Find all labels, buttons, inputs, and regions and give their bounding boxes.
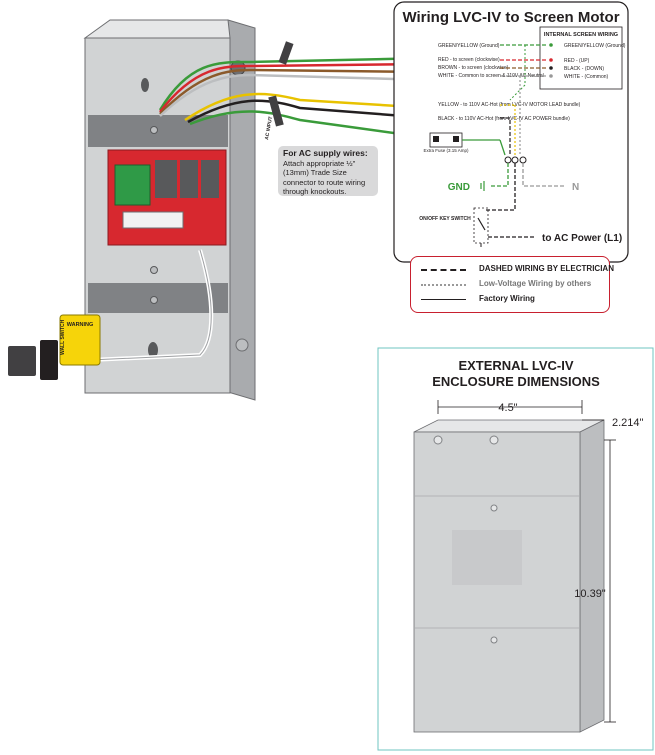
solid-line-swatch	[421, 299, 466, 300]
motor-wire-black: BLACK - (DOWN)	[564, 66, 604, 72]
wiring-legend: DASHED WIRING BY ELECTRICIAN Low-Voltage…	[410, 256, 614, 313]
wire-label-black: BLACK - to 110V AC-Hot (from LVC-IV AC P…	[438, 116, 570, 122]
internal-screen-wiring-label: INTERNAL SCREEN WIRING	[544, 32, 618, 38]
wiring-title: Wiring LVC-IV to Screen Motor	[402, 9, 619, 26]
callout-heading: For AC supply wires:	[283, 148, 368, 158]
wall-switch-label: WALL SWITCH	[60, 319, 66, 355]
open-enclosure: WARNING WALL SWITCH AC INPUT	[8, 19, 431, 401]
wire-label-white: WHITE - Common to screen & 110V AC Neutr…	[438, 73, 544, 79]
dimension-depth: 2.214"	[612, 417, 644, 429]
dotted-line-swatch	[421, 284, 466, 286]
gnd-label: GND	[448, 182, 470, 193]
motor-wire-green-yellow: GREEN/YELLOW (Ground)	[564, 43, 626, 49]
legend-label: Factory Wiring	[479, 294, 535, 303]
wiring-panel: Wiring LVC-IV to Screen Motor INTERNAL S…	[393, 1, 629, 263]
callout-body: Attach appropriate ½" (13mm) Trade Size …	[283, 158, 366, 197]
dimensions-title: EXTERNAL LVC-IV ENCLOSURE DIMENSIONS	[378, 358, 654, 390]
ac-power-label: to AC Power (L1)	[542, 233, 622, 244]
dashed-line-swatch	[421, 269, 466, 271]
wire-label-brown: BROWN - to screen (clockwise)	[438, 65, 509, 71]
legend-label: DASHED WIRING BY ELECTRICIAN	[479, 264, 614, 273]
n-label: N	[572, 182, 579, 193]
wire-label-green-yellow: GREEN/YELLOW (Ground)	[438, 43, 500, 49]
legend-label: Low-Voltage Wiring by others	[479, 279, 592, 288]
wire-label-red: RED - to screen (clockwise)	[438, 57, 500, 63]
fuse-label: Extra Fuse (3.15 Amp)	[423, 148, 469, 153]
dimensions-title-line1: EXTERNAL LVC-IV	[458, 358, 574, 373]
motor-wire-white: WHITE - (Common)	[564, 74, 609, 80]
key-switch-label: ON/OFF KEY SWITCH	[419, 216, 471, 222]
motor-wire-red: RED - (UP)	[564, 58, 590, 64]
warning-label: WARNING	[67, 322, 94, 328]
dimensions-panel: 4.5" 2.214" 10.39"	[377, 347, 654, 751]
ac-input-label: AC INPUT	[264, 116, 274, 140]
dimension-height: 10.39"	[574, 588, 606, 600]
dimension-width: 4.5"	[498, 402, 517, 414]
dimensions-title-line2: ENCLOSURE DIMENSIONS	[432, 374, 600, 389]
ac-supply-callout: For AC supply wires: Attach appropriate …	[278, 146, 378, 196]
